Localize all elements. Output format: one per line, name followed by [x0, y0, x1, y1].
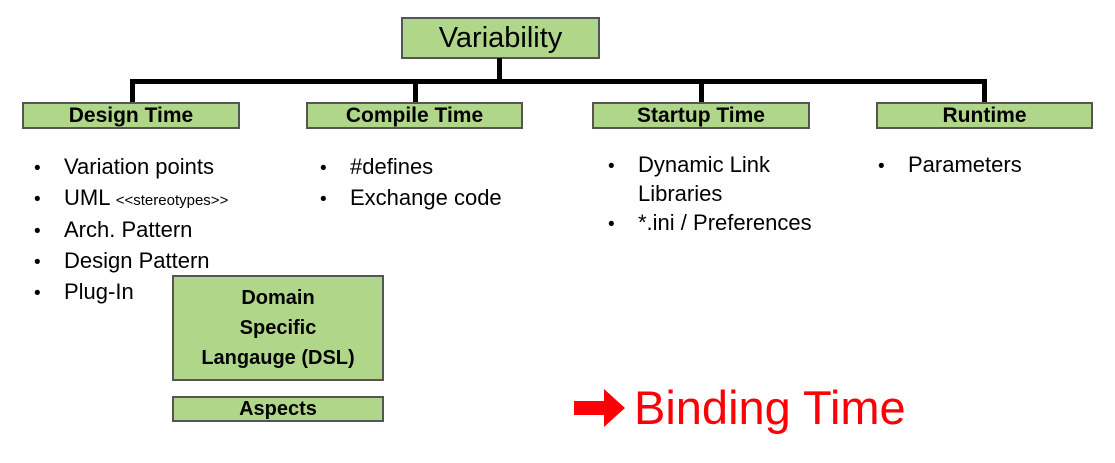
- bullet-list-design-time: • Variation points • UML <<stereotypes>>…: [34, 152, 304, 308]
- right-arrow-icon: [574, 389, 625, 427]
- node-dsl-line-1: Domain: [241, 287, 315, 309]
- connector-drop-design-time: [130, 79, 135, 103]
- list-item: • Variation points: [34, 152, 304, 183]
- bullet-icon: •: [608, 156, 615, 177]
- list-item: • #defines: [320, 152, 570, 183]
- bullet-icon: •: [34, 158, 41, 179]
- node-domain-specific-language: Domain Specific Langauge (DSL): [172, 275, 384, 381]
- list-item: • UML <<stereotypes>>: [34, 183, 304, 215]
- list-item-label: Dynamic Link Libraries: [638, 152, 771, 206]
- bullet-icon: •: [34, 252, 41, 273]
- binding-time-label: Binding Time: [634, 381, 906, 434]
- list-item-label: Parameters: [908, 152, 1022, 177]
- node-aspects: Aspects: [172, 396, 384, 422]
- bullet-icon: •: [608, 214, 615, 235]
- bullet-icon: •: [878, 156, 885, 177]
- bullet-list-runtime: • Parameters: [878, 150, 1098, 181]
- bullet-icon: •: [320, 158, 327, 179]
- list-item-text: UML: [64, 185, 116, 210]
- list-item: • Arch. Pattern: [34, 215, 304, 246]
- list-item: • Design Pattern: [34, 246, 304, 277]
- node-startup-time-label: Startup Time: [637, 103, 765, 127]
- list-item: • Plug-In: [34, 277, 304, 308]
- list-item-label: Design Pattern: [64, 248, 210, 273]
- connector-drop-compile-time: [413, 79, 418, 103]
- node-runtime: Runtime: [876, 102, 1093, 129]
- list-item-label: Plug-In: [64, 279, 134, 304]
- node-startup-time: Startup Time: [592, 102, 810, 129]
- list-item: • Exchange code: [320, 183, 570, 214]
- connector-drop-runtime: [982, 79, 987, 103]
- node-dsl-line-2: Specific: [239, 317, 317, 339]
- connector-horizontal-bus: [130, 79, 986, 84]
- bullet-icon: •: [34, 283, 41, 304]
- bullet-icon: •: [34, 221, 41, 242]
- list-item-label: Arch. Pattern: [64, 217, 193, 242]
- list-item-label: Variation points: [64, 154, 215, 179]
- list-item-label: *.ini / Preferences: [638, 210, 812, 235]
- node-compile-time: Compile Time: [306, 102, 523, 129]
- list-item: • Dynamic Link Libraries: [608, 150, 858, 208]
- node-aspects-label: Aspects: [239, 397, 317, 420]
- list-item: • Parameters: [878, 150, 1098, 181]
- node-variability-label: Variability: [438, 21, 563, 54]
- connector-drop-startup-time: [699, 79, 704, 103]
- node-dsl-line-3: Langauge (DSL): [201, 347, 355, 369]
- connector-trunk: [497, 58, 502, 81]
- list-item-label: #defines: [350, 154, 434, 179]
- node-design-time-label: Design Time: [68, 103, 194, 127]
- node-design-time: Design Time: [22, 102, 240, 129]
- bullet-list-compile-time: • #defines • Exchange code: [320, 152, 570, 214]
- list-item-label: Exchange code: [350, 185, 502, 210]
- binding-time-callout: Binding Time: [574, 382, 906, 434]
- bullet-icon: •: [34, 189, 41, 210]
- node-variability: Variability: [401, 17, 600, 59]
- node-compile-time-label: Compile Time: [345, 103, 484, 127]
- bullet-icon: •: [320, 189, 327, 210]
- list-item: • *.ini / Preferences: [608, 208, 858, 239]
- list-item-label: UML <<stereotypes>>: [64, 183, 304, 215]
- list-item-stereotype: <<stereotypes>>: [115, 192, 229, 209]
- node-runtime-label: Runtime: [942, 103, 1027, 127]
- bullet-list-startup-time: • Dynamic Link Libraries • *.ini / Prefe…: [608, 150, 858, 239]
